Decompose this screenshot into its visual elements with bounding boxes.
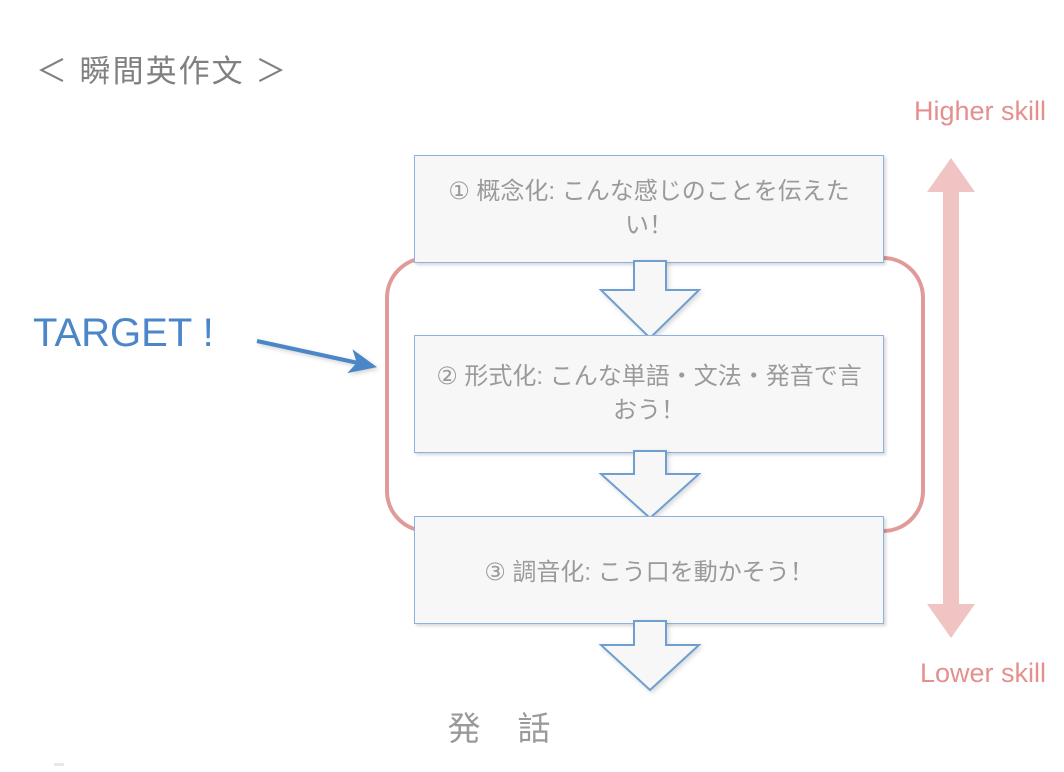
lower-skill-label: Lower skill xyxy=(919,658,1046,688)
output-label: 発 話 xyxy=(447,710,553,747)
target-annotation-label: TARGET ! xyxy=(33,311,214,355)
target-pointer-arrow-icon xyxy=(248,325,398,387)
process-box-formulation: ② 形式化: こんな単語・文法・発音で言おう！ xyxy=(414,335,884,453)
down-arrow-2-icon xyxy=(598,450,702,520)
process-box-1-label: ① 概念化: こんな感じのことを伝えたい！ xyxy=(448,177,850,239)
skill-level-double-arrow-icon xyxy=(925,158,977,638)
process-box-conceptualization: ① 概念化: こんな感じのことを伝えたい！ xyxy=(414,155,884,263)
process-box-3-label: ③ 調音化: こう口を動かそう！ xyxy=(484,558,814,586)
process-box-articulation: ③ 調音化: こう口を動かそう！ xyxy=(414,516,884,624)
stray-mark xyxy=(54,763,64,766)
down-arrow-1-icon xyxy=(598,260,702,340)
process-box-2-label: ② 形式化: こんな単語・文法・発音で言おう！ xyxy=(436,362,862,424)
page-title: ＜ 瞬間英作文 ＞ xyxy=(36,54,289,89)
down-arrow-3-icon xyxy=(598,620,702,692)
higher-skill-label: Higher skill xyxy=(913,96,1046,126)
